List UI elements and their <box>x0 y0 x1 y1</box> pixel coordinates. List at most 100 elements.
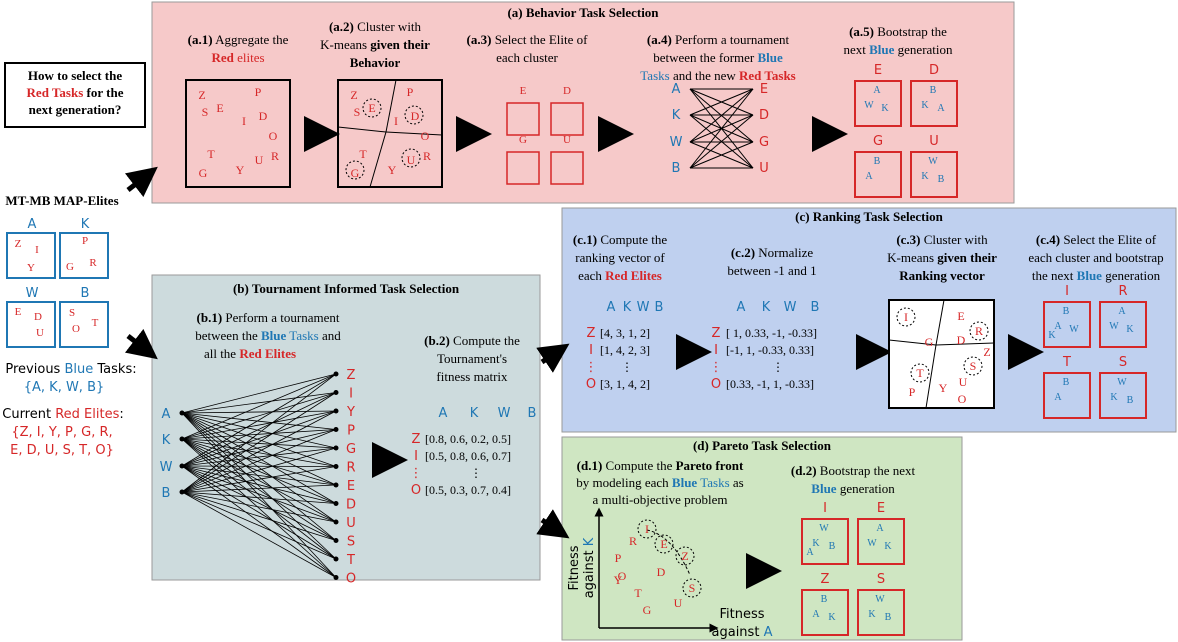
elite-cell-label: G <box>519 134 527 146</box>
b1-caption-3: all the Red Elites <box>204 346 296 361</box>
c4-caption-2: each cluster and bootstrap <box>1028 250 1163 265</box>
elite-point: Y <box>388 163 397 177</box>
red-elite-node: T <box>346 553 355 568</box>
elite-point: U <box>407 153 416 167</box>
bootstrap-cell <box>854 151 902 198</box>
elite-point: R <box>975 324 983 338</box>
task-letter: A <box>865 171 873 182</box>
task-letter: K <box>884 541 892 552</box>
node-dot <box>333 427 339 432</box>
matrix-row-label: Z <box>712 326 721 341</box>
task-letter: W <box>1069 324 1079 335</box>
tournament-edge <box>181 373 337 440</box>
tournament-edge <box>689 114 754 169</box>
map-elites-cell <box>59 232 109 279</box>
bootstrap-cell <box>801 518 849 565</box>
task-letter: B <box>1063 306 1070 317</box>
tournament-edge <box>181 412 337 486</box>
a2-clustered-space <box>337 79 443 188</box>
elite-letter: S <box>69 307 75 319</box>
b2-caption-2: Tournament's <box>437 351 507 366</box>
elite-point: P <box>255 85 262 99</box>
red-task-node: D <box>759 108 769 123</box>
panel-c-background <box>561 207 1177 433</box>
current-elites-list-2: E, D, U, S, T, O} <box>10 443 114 458</box>
elite-point: S <box>689 581 696 595</box>
elite-point: G <box>643 603 652 617</box>
pareto-elite-marker <box>654 534 674 554</box>
panel-d-background <box>561 436 963 641</box>
bootstrap-cell-label: U <box>929 134 939 149</box>
matrix-header: W <box>498 406 511 421</box>
c3-caption-2: K-means given their <box>887 250 997 265</box>
tournament-edge <box>181 392 337 440</box>
elite-point: O <box>269 129 278 143</box>
matrix-row-label: O <box>586 377 596 392</box>
elite-point: R <box>271 149 279 163</box>
matrix-header: B <box>811 300 820 315</box>
node-dot <box>333 445 339 451</box>
arrow-to-panel-c <box>536 343 570 373</box>
blue-task-node: A <box>672 82 681 97</box>
arrow-to-panel-d <box>536 509 570 539</box>
blue-task-node: W <box>670 135 683 150</box>
matrix-row-values: ⋮ <box>621 360 633 374</box>
tournament-edge <box>689 88 754 169</box>
bootstrap-cell <box>857 518 905 565</box>
matrix-row-label: ⋮ <box>410 466 423 481</box>
red-task-node: U <box>759 161 769 176</box>
tournament-edge <box>181 373 337 467</box>
elite-point: D <box>657 565 666 579</box>
elite-point: R <box>629 534 637 548</box>
elite-point: Y <box>939 381 948 395</box>
c3-clustered-space <box>888 299 995 409</box>
tournament-edge <box>181 412 337 449</box>
c3-cluster-boundaries <box>888 299 995 409</box>
selected-elite-marker <box>963 356 983 376</box>
elite-point: O <box>958 392 967 406</box>
elite-point: T <box>207 147 215 161</box>
bootstrap-cell <box>857 589 905 636</box>
elite-point: P <box>615 551 622 565</box>
tournament-edge <box>181 447 337 493</box>
question-line-3: next generation? <box>29 102 122 117</box>
tournament-edge <box>181 484 337 493</box>
grid-column-label: A <box>28 217 37 232</box>
task-letter: K <box>921 100 929 111</box>
elite-point: Y <box>236 163 245 177</box>
matrix-row-values: [0.5, 0.3, 0.7, 0.4] <box>425 483 511 497</box>
tournament-edge <box>181 438 337 578</box>
matrix-row-label: O <box>711 377 721 392</box>
elite-point: G <box>351 166 360 180</box>
panel-b-title: (b) Tournament Informed Task Selection <box>233 281 460 296</box>
tournament-edge <box>181 429 337 440</box>
elite-point: P <box>909 385 916 399</box>
elite-point: D <box>957 333 966 347</box>
elite-point: E <box>957 309 964 323</box>
elite-point: O <box>421 129 430 143</box>
tournament-edge <box>181 491 337 541</box>
matrix-row-values: [ 1, 0.33, -1, -0.33] <box>726 326 817 340</box>
red-elite-node: G <box>346 442 356 457</box>
elite-cell-label: D <box>563 85 571 97</box>
task-letter: W <box>867 538 877 549</box>
elite-point: T <box>916 366 924 380</box>
blue-task-node: K <box>672 108 681 123</box>
matrix-row-values: [4, 3, 1, 2] <box>600 326 650 340</box>
tournament-edge <box>181 429 337 467</box>
d2-caption-1: (d.2) Bootstrap the next <box>791 463 916 478</box>
a4-caption-1: (a.4) Perform a tournament <box>647 32 790 47</box>
tournament-edge <box>689 88 754 143</box>
task-letter: B <box>930 85 937 96</box>
elite-point: T <box>634 586 642 600</box>
elite-point: S <box>354 105 361 119</box>
current-elites-label: Current Red Elites: <box>2 407 124 422</box>
red-elite-node: E <box>347 479 355 494</box>
elite-point: S <box>970 359 977 373</box>
